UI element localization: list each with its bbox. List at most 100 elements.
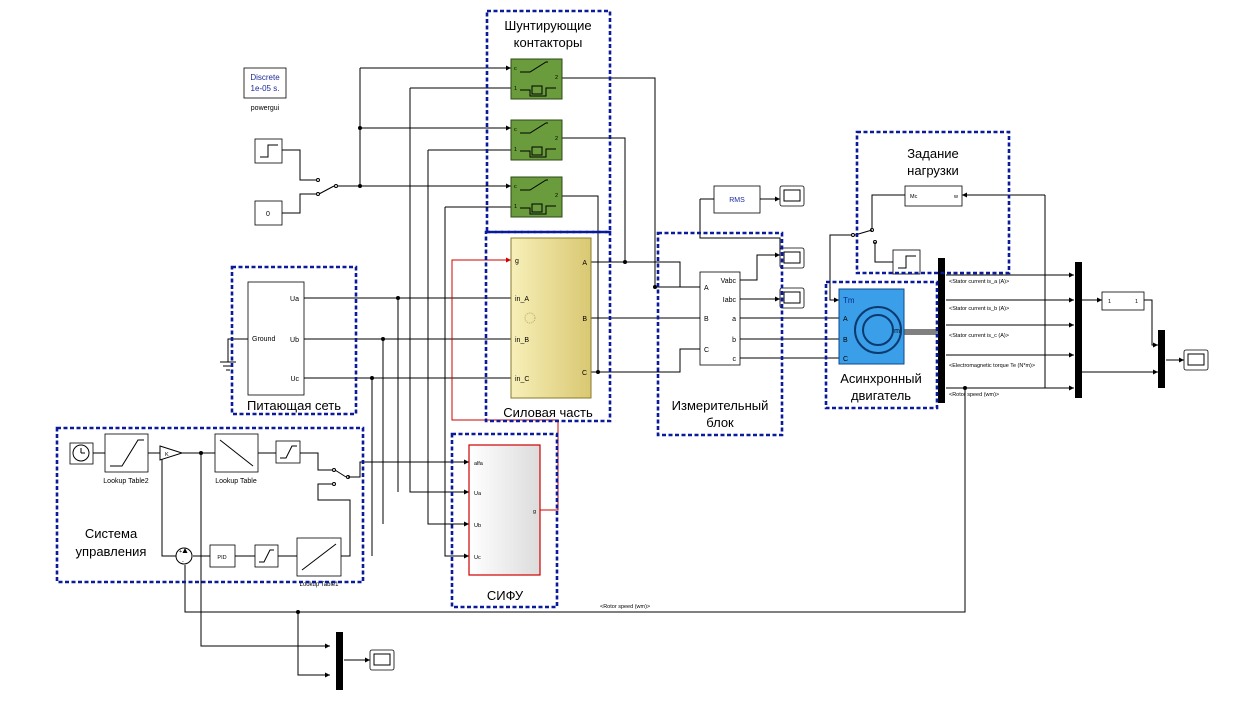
scope-voltage[interactable] xyxy=(779,247,805,269)
manual-switch-1[interactable] xyxy=(316,178,338,196)
svg-text:B: B xyxy=(704,316,709,323)
bypass-contactor-1[interactable]: c 1 2 xyxy=(510,58,563,100)
svg-text:C: C xyxy=(704,347,709,354)
group-motor-label-2: двигатель xyxy=(851,388,911,403)
powergui-caption: powergui xyxy=(251,105,280,112)
svg-text:w: w xyxy=(953,194,958,200)
svg-text:in_A: in_A xyxy=(515,296,529,303)
svg-text:alfa: alfa xyxy=(474,461,484,467)
saturation-block-2[interactable] xyxy=(254,544,279,568)
svg-text:c: c xyxy=(514,127,517,133)
svg-text:Iabc: Iabc xyxy=(723,297,737,304)
svg-text:2: 2 xyxy=(555,193,558,199)
group-meas-label-1: Измерительный xyxy=(672,398,769,413)
constant-zero-block[interactable]: 0 xyxy=(254,200,283,226)
scope-rms[interactable] xyxy=(779,185,805,207)
signal-wm-feedback: <Rotor speed (wm)> xyxy=(600,604,650,610)
signal-wm: <Rotor speed (wm)> xyxy=(949,392,999,398)
svg-text:Ua: Ua xyxy=(474,491,482,497)
saturation-block-1[interactable] xyxy=(275,440,301,464)
svg-text:C: C xyxy=(582,370,587,377)
svg-text:m: m xyxy=(894,328,900,335)
svg-text:+: + xyxy=(179,549,182,555)
signal-isc: <Stator current is_c (A)> xyxy=(949,333,1009,339)
svg-text:1: 1 xyxy=(514,86,517,92)
svg-text:c: c xyxy=(733,356,737,363)
svg-text:Ground: Ground xyxy=(252,336,275,343)
svg-text:B: B xyxy=(843,337,848,344)
group-supply-label: Питающая сеть xyxy=(247,398,341,413)
svg-text:RMS: RMS xyxy=(729,197,745,204)
junctions xyxy=(160,126,967,614)
lookup-table-block[interactable]: Lookup Table xyxy=(214,433,259,485)
gain-block[interactable]: K xyxy=(159,445,184,461)
svg-text:Uc: Uc xyxy=(474,555,481,561)
clock-block[interactable] xyxy=(69,442,94,465)
group-control-label-1: Система xyxy=(85,526,138,541)
manual-switch-load[interactable] xyxy=(851,228,877,244)
svg-text:Ua: Ua xyxy=(290,296,299,303)
group-bypass-label-1: Шунтирующие xyxy=(504,18,591,33)
group-sifu-label: СИФУ xyxy=(487,588,524,603)
scope-output[interactable] xyxy=(1183,349,1209,371)
group-supply xyxy=(230,265,358,416)
svg-text:Lookup Table: Lookup Table xyxy=(215,478,257,485)
group-motor-label-1: Асинхронный xyxy=(840,371,922,386)
step-icon xyxy=(260,144,278,158)
signal-isa: <Stator current is_a (A)> xyxy=(949,279,1009,285)
rms-block[interactable]: RMS xyxy=(713,185,761,214)
mux-bar-2[interactable] xyxy=(1158,330,1165,388)
svg-text:in_B: in_B xyxy=(515,337,529,344)
load-step-block[interactable] xyxy=(892,249,921,275)
manual-switch-control[interactable] xyxy=(332,468,350,486)
bypass-contactor-3[interactable]: c 1 2 xyxy=(510,176,563,218)
pid-block[interactable]: PID xyxy=(209,544,236,568)
scope-current[interactable] xyxy=(779,287,805,309)
svg-text:1: 1 xyxy=(1135,299,1138,305)
group-power xyxy=(484,230,612,423)
wires xyxy=(93,67,1184,676)
svg-text:Ub: Ub xyxy=(474,523,481,529)
powergui-line2: 1e-05 s. xyxy=(251,84,280,93)
svg-text:2: 2 xyxy=(555,136,558,142)
svg-text:-: - xyxy=(182,559,184,565)
svg-text:Lookup Table2: Lookup Table2 xyxy=(103,478,149,485)
supply-block[interactable]: Ground Ua Ub Uc xyxy=(247,281,305,396)
lookup-table2-block[interactable]: Lookup Table2 xyxy=(103,433,149,485)
sifu-block[interactable]: alfa Ua Ub Uc g xyxy=(468,444,541,576)
svg-text:Ub: Ub xyxy=(290,337,299,344)
group-power-label: Силовая часть xyxy=(503,405,593,420)
async-motor-block[interactable]: Tm A B C m xyxy=(838,288,905,365)
svg-text:1: 1 xyxy=(1108,299,1111,305)
power-part-block[interactable]: g in_A in_B in_C A B C xyxy=(510,237,592,399)
subsystem-icon xyxy=(524,312,536,324)
svg-text:B: B xyxy=(582,316,587,323)
arrowheads xyxy=(182,65,1184,678)
ground-icon xyxy=(220,361,236,371)
svg-text:a: a xyxy=(732,316,736,323)
bus-selector-bar[interactable] xyxy=(938,258,945,403)
step-icon xyxy=(898,255,916,269)
bypass-contactor-2[interactable]: c 1 2 xyxy=(510,119,563,161)
svg-text:PID: PID xyxy=(217,555,226,561)
load-setting-block[interactable]: Mc w xyxy=(904,185,963,207)
group-control-label-2: управления xyxy=(76,544,147,559)
group-control xyxy=(55,426,365,584)
svg-text:2: 2 xyxy=(555,75,558,81)
svg-text:c: c xyxy=(514,66,517,72)
constant-value: 0 xyxy=(266,211,270,218)
step-block[interactable] xyxy=(254,138,283,164)
lookup-table1-block[interactable]: Lookup Table1 xyxy=(296,537,342,588)
mux-bar-1[interactable] xyxy=(1075,262,1082,398)
powergui-block[interactable]: Discrete 1e-05 s. powergui xyxy=(243,67,287,112)
svg-text:K: K xyxy=(165,452,169,458)
svg-text:A: A xyxy=(582,260,587,267)
signal-te: <Electromagnetic torque Te (N*m)> xyxy=(949,363,1035,369)
measurement-block[interactable]: A B C Vabc Iabc a b c xyxy=(699,271,741,366)
mux-bar-3[interactable] xyxy=(336,632,343,690)
selector-block[interactable]: 1 1 xyxy=(1101,291,1145,311)
sum-block[interactable]: + - xyxy=(175,547,193,565)
svg-text:1: 1 xyxy=(514,204,517,210)
group-sifu xyxy=(450,432,559,609)
scope-control[interactable] xyxy=(369,649,395,671)
